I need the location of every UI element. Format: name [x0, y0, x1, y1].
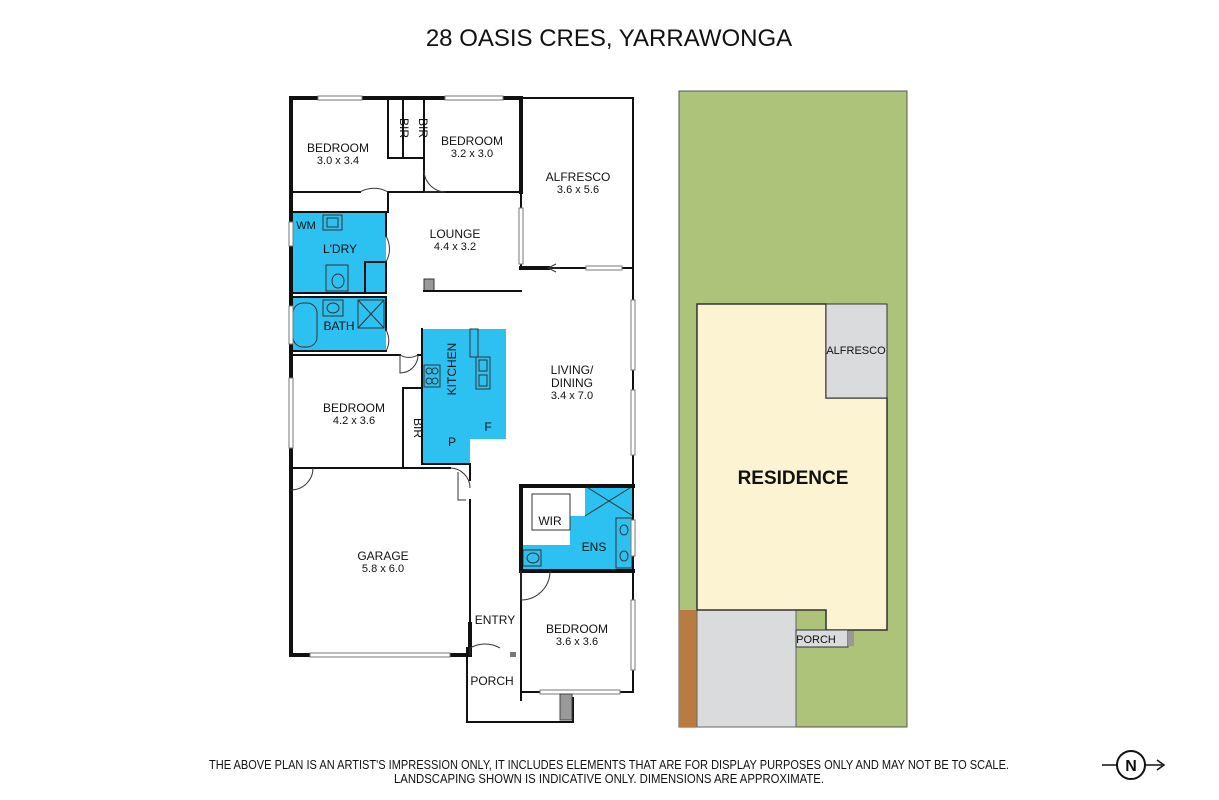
- wm-label: WM: [296, 220, 316, 232]
- bedroom-nw-label: BEDROOM: [307, 141, 369, 155]
- entry-post: [510, 652, 516, 657]
- bir-label-3: BIR: [411, 418, 425, 438]
- disclaimer-line-1: THE ABOVE PLAN IS AN ARTIST'S IMPRESSION…: [209, 758, 1009, 772]
- door-swings: [290, 169, 560, 655]
- site-driveway: [696, 609, 797, 728]
- porch-step: [559, 693, 573, 721]
- living-label-1: LIVING/: [551, 363, 594, 377]
- bedroom-s-label: BEDROOM: [546, 622, 608, 636]
- bedroom-w-label: BEDROOM: [323, 401, 385, 415]
- porch-label: PORCH: [470, 674, 513, 688]
- bedroom-w-dims: 4.2 x 3.6: [333, 415, 375, 427]
- alfresco-dims: 3.6 x 5.6: [557, 184, 599, 196]
- laundry-label: L'DRY: [323, 242, 357, 256]
- entry-label: ENTRY: [475, 613, 515, 627]
- bedroom-s-dims: 3.6 x 3.6: [556, 636, 598, 648]
- site-alfresco: [825, 303, 888, 399]
- windows: [288, 95, 636, 695]
- bir-label-2: BIR: [416, 118, 430, 138]
- plan-title: 28 OASIS CRES, YARRAWONGA: [426, 25, 792, 52]
- site-porch-step: [848, 631, 854, 646]
- site-fence: [679, 610, 697, 727]
- bir-label-1: BIR: [397, 118, 411, 138]
- ensuite-area: [521, 516, 633, 571]
- garage-label: GARAGE: [357, 549, 408, 563]
- site-plan: RESIDENCE ALFRESCO PORCH: [678, 90, 908, 728]
- bedroom-nw-dims: 3.0 x 3.4: [317, 155, 359, 167]
- house-floor-plan: BEDROOM 3.0 x 3.4 BIR BIR BEDROOM 3.2 x …: [288, 95, 636, 723]
- north-arrow-icon: N: [1102, 750, 1166, 780]
- bedroom-n-dims: 3.2 x 3.0: [451, 148, 493, 160]
- living-dims: 3.4 x 7.0: [551, 390, 593, 402]
- lounge-heater: [423, 278, 435, 292]
- bath-label: BATH: [323, 319, 354, 333]
- fridge-label: F: [484, 420, 491, 434]
- kitchen-label: KITCHEN: [445, 343, 459, 396]
- laundry-fixtures: [322, 214, 349, 292]
- garage-dims: 5.8 x 6.0: [362, 563, 404, 575]
- site-residence-label: RESIDENCE: [738, 468, 849, 489]
- ens-label: ENS: [582, 540, 607, 554]
- pantry-label: P: [448, 435, 456, 449]
- disclaimer-line-2: LANDSCAPING SHOWN IS INDICATIVE ONLY. DI…: [394, 772, 824, 786]
- bath-fixtures: [292, 299, 385, 348]
- room-labels: BEDROOM 3.0 x 3.4 BIR BIR BEDROOM 3.2 x …: [296, 118, 610, 688]
- site-alfresco-label: ALFRESCO: [826, 345, 886, 357]
- alfresco-label: ALFRESCO: [546, 170, 611, 184]
- compass-letter: N: [1125, 758, 1137, 775]
- wir-label: WIR: [538, 514, 562, 528]
- lounge-dims: 4.4 x 3.2: [434, 241, 476, 253]
- site-porch-label: PORCH: [796, 634, 836, 646]
- kitchen-fixtures: [423, 328, 491, 390]
- bedroom-n-label: BEDROOM: [441, 134, 503, 148]
- living-label-2: DINING: [551, 376, 593, 390]
- kitchen-area: [422, 329, 506, 464]
- lounge-label: LOUNGE: [430, 227, 481, 241]
